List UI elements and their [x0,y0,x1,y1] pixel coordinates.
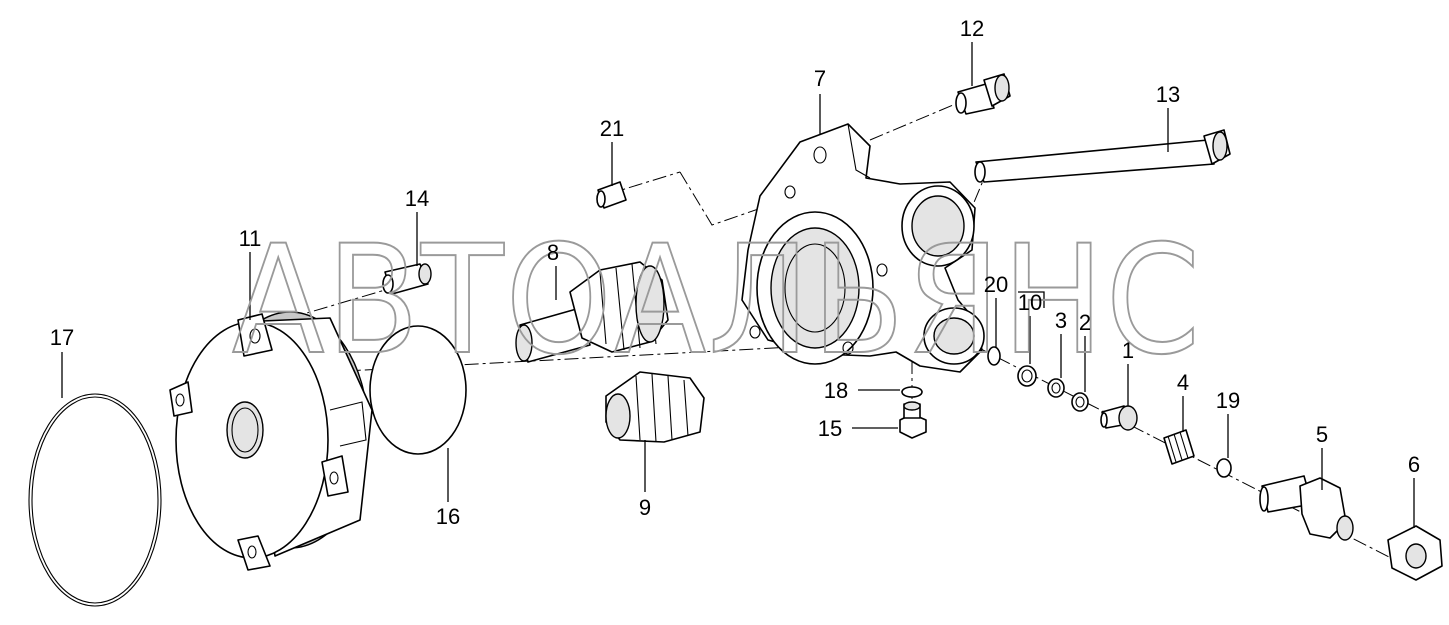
seal-ring-20 [987,346,1001,366]
label-14: 14 [405,186,429,211]
fitting-5 [1259,475,1354,541]
o-ring-gasket-17 [28,393,162,607]
leader-lines [61,42,1415,528]
label-6: 6 [1408,452,1420,477]
o-ring-19 [1216,458,1232,478]
bolt-12 [955,73,1011,115]
driven-gear-9 [605,371,705,443]
long-bolt-13 [974,129,1231,183]
nut-6 [1387,525,1443,581]
label-7: 7 [814,66,826,91]
label-12: 12 [960,16,984,41]
dowel-pin-14 [382,263,432,295]
label-1: 1 [1122,338,1134,363]
washer-18 [901,386,923,398]
pin-21 [596,181,627,209]
label-3: 3 [1055,308,1067,333]
valve-1 [1100,405,1138,431]
label-20: 20 [984,272,1008,297]
label-19: 19 [1216,388,1240,413]
label-4: 4 [1177,370,1189,395]
washer-10 [1017,365,1037,387]
part-labels: 17 11 14 16 8 9 21 7 12 13 20 10 3 2 1 4… [50,16,1420,529]
label-16: 16 [436,504,460,529]
label-15: 15 [818,416,842,441]
label-17: 17 [50,325,74,350]
plug-15 [899,401,927,439]
drive-gear-8 [515,261,669,363]
label-21: 21 [600,116,624,141]
watermark: АВТОАЛЬЯНС [232,214,1202,388]
label-13: 13 [1156,82,1180,107]
pump-cover-11 [169,311,373,571]
label-18: 18 [824,378,848,403]
spring-4 [1163,429,1195,465]
washer-3 [1047,378,1065,398]
label-10: 10 [1018,290,1042,315]
pump-housing-7 [741,123,985,373]
label-8: 8 [547,240,559,265]
label-11: 11 [239,226,262,251]
flat-gasket-16 [369,325,467,455]
washer-2 [1071,392,1089,412]
label-2: 2 [1079,310,1091,335]
label-5: 5 [1316,422,1328,447]
label-9: 9 [639,495,651,520]
